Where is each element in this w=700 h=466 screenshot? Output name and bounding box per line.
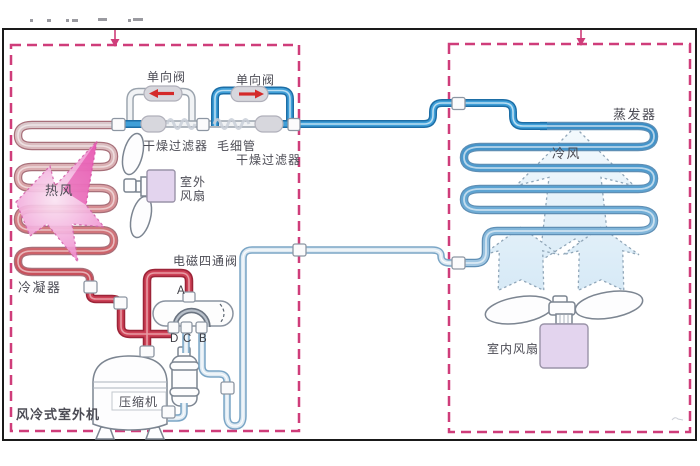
cold-air-arrow-icon: [562, 226, 640, 292]
check-valve-right: [230, 85, 269, 103]
check-valve-left-label: 单向阀: [147, 69, 186, 84]
evaporator-label: 蒸发器: [613, 107, 657, 122]
dry-filter-right-label: 干燥过滤器: [236, 153, 301, 167]
pipe-connector: [139, 345, 155, 358]
filter-capillary-line: [118, 91, 295, 133]
compressor: [92, 355, 168, 440]
flow-arrow-right-icon: [255, 89, 264, 99]
valve-port-c-stub: [180, 321, 193, 334]
indoor-fan-label: 室内风扇: [487, 341, 539, 356]
valve-port-a-stub: [182, 291, 196, 303]
valve-port-d-label: D: [170, 333, 178, 345]
compressor-label: 压缩机: [119, 394, 158, 409]
valve-port-d-stub: [167, 321, 180, 334]
dry-filter-left: [140, 115, 167, 133]
pipe-connector: [220, 381, 235, 395]
pipe-connector: [451, 96, 466, 111]
pipe-connector: [83, 280, 98, 294]
hot-air-label: 热风: [45, 183, 74, 198]
check-valve-right-label: 单向阀: [236, 72, 275, 87]
capillary-label: 毛细管: [217, 138, 256, 153]
outdoor-fan: [121, 132, 176, 239]
pipe-connector: [111, 117, 126, 132]
accumulator: [169, 346, 200, 407]
four-way-valve-label: 电磁四通阀: [173, 253, 238, 268]
pipe-connector: [292, 243, 307, 257]
capillary-coil-left: [165, 118, 197, 130]
valve-port-b-label: B: [199, 333, 207, 345]
pipe-connector: [287, 117, 301, 132]
flow-arrow-left-icon: [149, 89, 158, 98]
indoor-unit-border: [447, 42, 692, 434]
outdoor-fan-label-line2: 风扇: [180, 188, 206, 203]
watermark-marks: [30, 18, 143, 22]
valve-port-c-label: C: [183, 333, 191, 345]
cold-air-arrow-icon: [482, 226, 560, 292]
dry-filter-right: [254, 115, 284, 133]
hot-air-arrow-icon: [15, 138, 106, 265]
four-way-valve: [152, 291, 234, 334]
artifact-mark: [671, 417, 684, 421]
pipe-connectors: [83, 96, 466, 419]
pipe-connector: [113, 296, 128, 310]
pipe-connector: [161, 405, 176, 419]
pipe-connector: [451, 256, 466, 270]
indoor-fan-motor: [539, 323, 589, 369]
valve-port-b-stub: [195, 321, 208, 334]
cold-air-label: 冷风: [552, 146, 581, 161]
outdoor-fan-label-line1: 室外: [180, 174, 206, 189]
pipe-connector: [196, 117, 210, 132]
outdoor-unit-label: 风冷式室外机: [16, 407, 100, 422]
fan-blade-icon: [121, 132, 145, 176]
valve-port-a-label: A: [177, 285, 185, 297]
indoor-fan: [484, 290, 644, 369]
dry-filter-left-label: 干燥过滤器: [143, 139, 208, 153]
check-valve-left: [143, 85, 183, 102]
outdoor-border-arrow-icon: [110, 30, 120, 47]
outdoor-fan-motor: [146, 169, 176, 203]
capillary-coil-right: [212, 118, 251, 130]
indoor-border-arrow-icon: [576, 30, 586, 46]
condenser-label: 冷凝器: [18, 280, 62, 295]
